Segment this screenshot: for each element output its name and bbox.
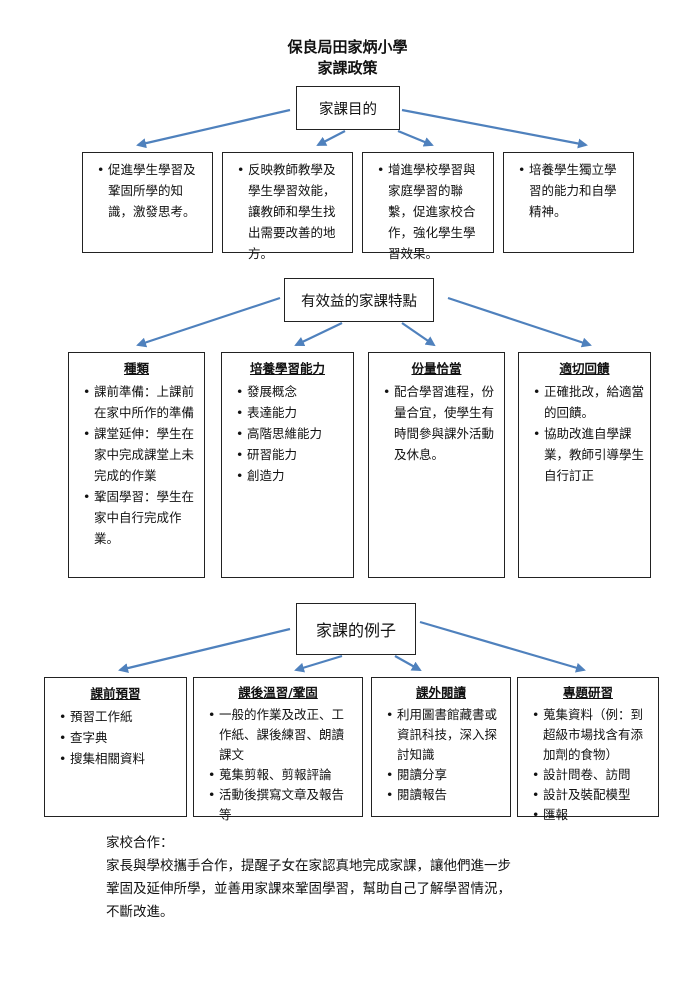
feature-item: 高階思維能力 (236, 423, 347, 444)
purpose-box-4: 培養學生獨立學習的能力和自學精神。 (503, 152, 634, 253)
feature-item: 課前準備：上課前在家中所作的準備 (83, 381, 198, 423)
example-item: 匯報 (532, 805, 652, 825)
feature-heading: 種類 (123, 361, 149, 376)
features-header: 有效益的家課特點 (284, 278, 434, 322)
feature-item: 正確批改，給適當的回饋。 (533, 381, 644, 423)
school-name: 保良局田家炳小學 (287, 38, 408, 56)
feature-heading: 培養學習能力 (249, 361, 325, 376)
arrow-feature-2 (294, 322, 343, 347)
feature-box-amount: 份量恰當 配合學習進程，份量合宜，使學生有時間參與課外活動及休息。 (368, 352, 505, 578)
arrow-example-2 (294, 654, 343, 673)
example-item: 閱讀報告 (386, 785, 504, 805)
feature-item: 研習能力 (236, 444, 347, 465)
arrow-example-3 (394, 655, 422, 671)
feature-item: 表達能力 (236, 402, 347, 423)
example-box-revision: 課後溫習/鞏固 一般的作業及改正、工作紙、課後練習、朗讀課文 蒐集剪報、剪報評論… (193, 677, 363, 822)
purpose-box-1: 促進學生學習及鞏固所學的知識，激發思考。 (82, 152, 213, 253)
purpose-item: 培養學生獨立學習的能力和自學精神。 (518, 159, 627, 222)
example-item: 閱讀分享 (386, 765, 504, 785)
purpose-item: 促進學生學習及鞏固所學的知識，激發思考。 (97, 159, 206, 222)
policy-title: 家課政策 (317, 59, 378, 77)
arrow-feature-3 (401, 322, 436, 347)
purpose-item: 反映教師教學及學生學習效能，讓教師和學生找出需要改善的地方。 (237, 159, 346, 264)
feature-item: 配合學習進程，份量合宜，使學生有時間參與課外活動及休息。 (383, 381, 498, 465)
purpose-box-2: 反映教師教學及學生學習效能，讓教師和學生找出需要改善的地方。 (222, 152, 353, 261)
example-item: 查字典 (59, 727, 180, 748)
arrow-purpose-2 (316, 130, 346, 146)
feature-box-feedback: 適切回饋 正確批改，給適當的回饋。 協助改進自學課業，教師引導學生自行訂正 (518, 352, 651, 578)
cooperation-line: 不斷改進。 (106, 904, 174, 920)
feature-heading: 份量恰當 (411, 361, 462, 376)
example-item: 蒐集剪報、剪報評論 (208, 765, 356, 785)
example-item: 一般的作業及改正、工作紙、課後練習、朗讀課文 (208, 705, 356, 765)
feature-item: 鞏固學習：學生在家中自行完成作業。 (83, 486, 198, 549)
purpose-item: 增進學校學習與家庭學習的聯繫，促進家校合作，強化學生學習效果。 (377, 159, 487, 264)
cooperation-label: 家校合作： (106, 835, 174, 851)
example-item: 設計問卷、訪問 (532, 765, 652, 785)
example-box-reading: 課外閱讀 利用圖書館藏書或資訊科技，深入探討知識 閱讀分享 閱讀報告 (371, 677, 511, 817)
arrow-feature-1 (136, 296, 281, 348)
example-item: 搜集相關資料 (59, 748, 180, 769)
cooperation-note: 家校合作： 家長與學校攜手合作，提醒子女在家認真地完成家課，讓他們進一步 鞏固及… (106, 832, 666, 924)
feature-box-types: 種類 課前準備：上課前在家中所作的準備 課堂延伸：學生在家中完成課堂上未完成的作… (68, 352, 205, 578)
example-heading: 專題研習 (562, 685, 613, 700)
cooperation-line: 家長與學校攜手合作，提醒子女在家認真地完成家課，讓他們進一步 (106, 858, 511, 874)
feature-item: 協助改進自學課業，教師引導學生自行訂正 (533, 423, 644, 486)
arrow-example-4 (419, 620, 586, 673)
feature-item: 課堂延伸：學生在家中完成課堂上未完成的作業 (83, 423, 198, 486)
feature-box-abilities: 培養學習能力 發展概念 表達能力 高階思維能力 研習能力 創造力 (221, 352, 354, 578)
example-box-preview: 課前預習 預習工作紙 查字典 搜集相關資料 (44, 677, 187, 817)
feature-item: 創造力 (236, 465, 347, 486)
example-item: 活動後撰寫文章及報告等 (208, 785, 356, 825)
purpose-header: 家課目的 (296, 86, 400, 130)
purpose-box-3: 增進學校學習與家庭學習的聯繫，促進家校合作，強化學生學習效果。 (362, 152, 494, 261)
cooperation-line: 鞏固及延伸所學，並善用家課來鞏固學習，幫助自己了解學習情況， (106, 881, 511, 897)
examples-header: 家課的例子 (296, 603, 416, 655)
arrow-purpose-4 (401, 108, 588, 149)
example-item: 利用圖書館藏書或資訊科技，深入探討知識 (386, 705, 504, 765)
arrow-purpose-1 (136, 108, 291, 149)
arrow-feature-4 (447, 296, 592, 348)
example-box-project: 專題研習 蒐集資料（例：到超級市場找含有添加劑的食物） 設計問卷、訪問 設計及裝… (517, 677, 659, 825)
example-heading: 課後溫習/鞏固 (238, 685, 318, 700)
example-heading: 課外閱讀 (415, 685, 466, 700)
feature-heading: 適切回饋 (559, 361, 610, 376)
example-item: 蒐集資料（例：到超級市場找含有添加劑的食物） (532, 705, 652, 765)
arrow-example-1 (118, 627, 291, 673)
arrow-purpose-3 (397, 129, 434, 147)
example-heading: 課前預習 (90, 686, 141, 701)
example-item: 設計及裝配模型 (532, 785, 652, 805)
example-item: 預習工作紙 (59, 706, 180, 727)
feature-item: 發展概念 (236, 381, 347, 402)
